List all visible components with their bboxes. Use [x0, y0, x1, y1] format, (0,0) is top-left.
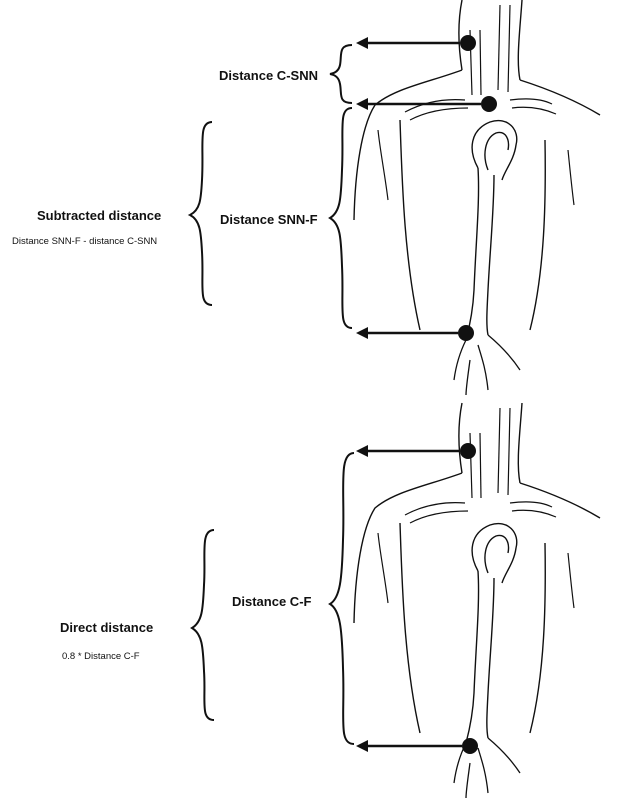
- brace-snn-f: [330, 108, 352, 328]
- direct-distance-title: Direct distance: [60, 620, 153, 635]
- femoral-marker: [458, 325, 474, 341]
- top-torso-drawing: [354, 0, 600, 395]
- subtracted-distance-formula: Distance SNN-F - distance C-SNN: [12, 236, 157, 247]
- femoral-marker-bottom: [462, 738, 478, 754]
- carotid-marker: [460, 35, 476, 51]
- carotid-arrow: [356, 37, 460, 49]
- label-distance-c-f: Distance C-F: [232, 594, 311, 609]
- carotid-arrow-bottom: [356, 445, 460, 457]
- sternal-notch-marker: [481, 96, 497, 112]
- label-distance-c-snn: Distance C-SNN: [219, 68, 318, 83]
- femoral-arrow: [356, 327, 458, 339]
- brace-subtracted: [190, 122, 212, 305]
- brace-c-snn: [330, 45, 352, 103]
- subtracted-distance-title: Subtracted distance: [37, 208, 161, 223]
- carotid-marker-bottom: [460, 443, 476, 459]
- direct-distance-formula: 0.8 * Distance C-F: [62, 651, 140, 662]
- bottom-torso-drawing: [354, 403, 600, 798]
- brace-c-f: [330, 453, 354, 744]
- brace-direct: [192, 530, 214, 720]
- femoral-arrow-bottom: [356, 740, 462, 752]
- label-distance-snn-f: Distance SNN-F: [220, 212, 318, 227]
